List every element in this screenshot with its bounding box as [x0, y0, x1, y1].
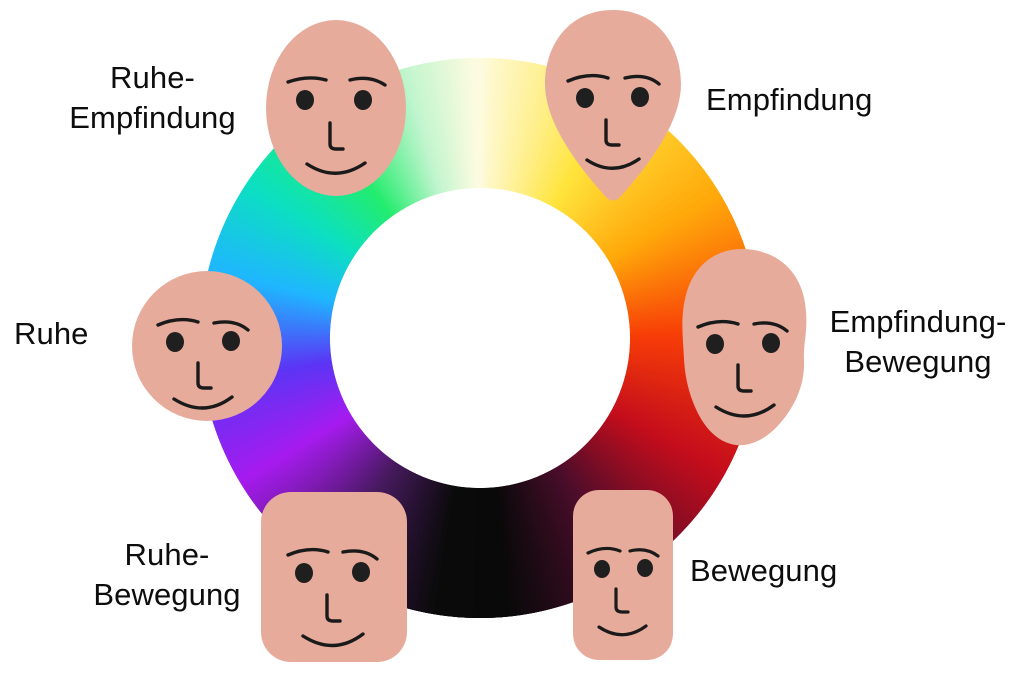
face-empfindung [542, 8, 684, 204]
face-empfindung-bewegung [676, 247, 816, 451]
label-ruhe-bewegung: Ruhe- Bewegung [93, 537, 241, 613]
label-ruhe-empfindung: Ruhe- Empfindung [69, 60, 236, 136]
face-ruhe [130, 269, 284, 423]
wheel-inner-hole [330, 188, 630, 488]
face-ruhe-bewegung [258, 489, 410, 665]
face-bewegung [570, 487, 676, 663]
label-empfindung: Empfindung [706, 82, 873, 117]
face-ruhe-empfindung [263, 18, 409, 198]
label-ruhe: Ruhe [14, 316, 89, 351]
label-bewegung: Bewegung [690, 553, 838, 588]
label-empfindung-bewegung: Empfindung- Bewegung [829, 304, 1007, 380]
